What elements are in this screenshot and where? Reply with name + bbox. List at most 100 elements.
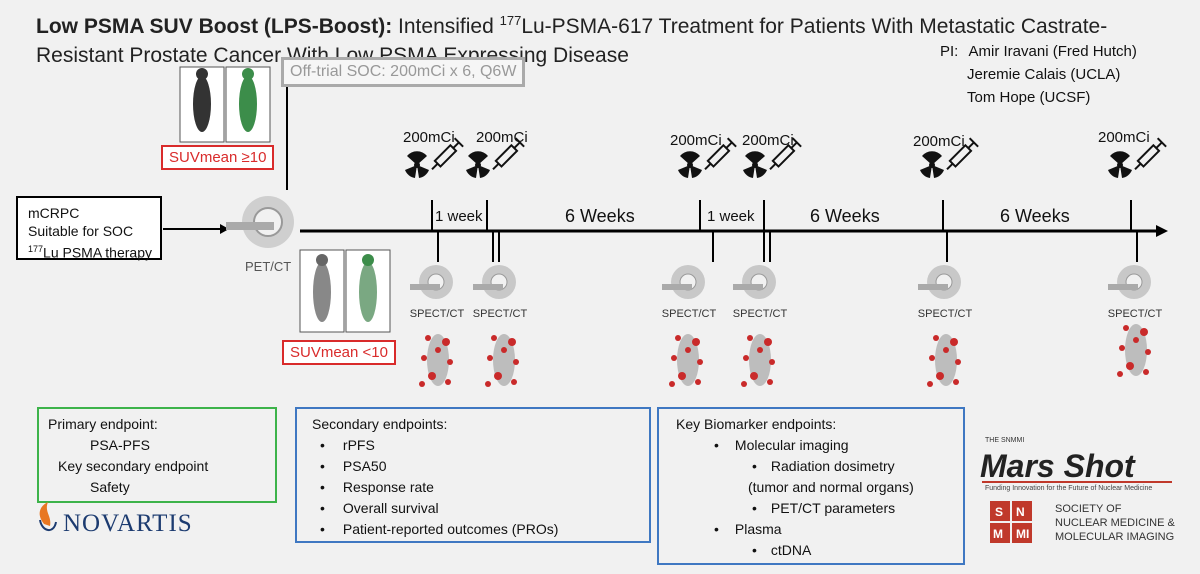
timeline-arrowhead: [1156, 225, 1168, 237]
list-item: •Overall survival: [320, 500, 439, 516]
interval-label: 6 Weeks: [565, 206, 635, 226]
spect-ct-label: SPECT/CT: [1107, 308, 1163, 320]
spect-scanner-icon: [662, 265, 705, 299]
primary-endpoint-box: Primary endpoint: PSA-PFS Key secondary …: [48, 414, 208, 498]
novartis-logo: NOVARTIS: [63, 510, 193, 537]
pi-name: Tom Hope (UCSF): [967, 89, 1091, 106]
interval-label: 6 Weeks: [1000, 206, 1070, 226]
list-item: •Plasma: [714, 521, 782, 537]
primary-item: PSA-PFS: [90, 437, 150, 453]
list-item: •PSA50: [320, 458, 387, 474]
pet-scanner-icon: [226, 196, 294, 248]
entry-box: mCRPC Suitable for SOC 177Lu PSMA therap…: [16, 196, 162, 261]
svg-text:S: S: [995, 505, 1003, 519]
pi-block: PI: Amir Iravani (Fred Hutch): [940, 40, 1137, 64]
radiation-icon: [1108, 151, 1132, 178]
novartis-flame-icon: [39, 502, 57, 531]
entry-arrowhead: [220, 224, 229, 234]
marsshot-tagline: THE SNMMI: [985, 437, 1025, 444]
dosimetry-image: [741, 334, 775, 387]
dose-label: 200mCi: [913, 133, 965, 150]
spect-ct-label: SPECT/CT: [661, 308, 717, 320]
svg-text:MI: MI: [1016, 527, 1029, 541]
syringe-icon: [431, 137, 464, 171]
list-item: •Patient-reported outcomes (PROs): [320, 521, 559, 537]
dosimetry-images: [419, 324, 1151, 387]
marsshot-subtitle: Funding Innovation for the Future of Nuc…: [985, 485, 1153, 492]
list-item-cont: (tumor and normal organs): [748, 479, 914, 495]
pi-name: Jeremie Calais (UCLA): [967, 66, 1121, 83]
pet-ct-label: PET/CT: [245, 259, 292, 274]
dose-ticks: [431, 200, 1132, 231]
spect-scanner-icon: [733, 265, 776, 299]
suv-low-box: SUVmean <10: [282, 340, 396, 365]
dose-label: 200mCi: [476, 129, 528, 146]
radiation-icon: [678, 151, 702, 178]
snmmi-logo-text: SOCIETY OF NUCLEAR MEDICINE & MOLECULAR …: [1055, 503, 1175, 543]
primary-heading: Primary endpoint:: [48, 416, 158, 432]
spect-scanner-icon: [410, 265, 453, 299]
list-item: •PET/CT parameters: [752, 500, 896, 516]
dose-label: 200mCi: [1098, 129, 1150, 146]
spect-scanner-icon: [918, 265, 961, 299]
marsshot-logo: Mars Shot: [980, 448, 1135, 484]
spect-ticks: [437, 231, 1138, 262]
title-text: Intensified: [392, 15, 500, 38]
spect-scanner-icon: [1108, 265, 1151, 299]
secondary-heading: Secondary endpoints:: [312, 416, 448, 432]
primary-heading-2: Key secondary endpoint: [58, 458, 209, 474]
biomarker-endpoint-border: [657, 407, 965, 565]
entry-line: 177Lu PSMA therapy: [28, 244, 152, 261]
dosimetry-image: [1117, 324, 1151, 377]
suv-high-box: SUVmean ≥10: [161, 145, 275, 170]
spect-ct-label: SPECT/CT: [472, 308, 528, 320]
spect-ct-label: SPECT/CT: [409, 308, 465, 320]
dose-label: 200mCi: [742, 132, 794, 149]
page-title: Low PSMA SUV Boost (LPS-Boost): Intensif…: [36, 6, 1186, 70]
title-sup: 177: [499, 13, 522, 28]
spect-scanner-icon: [473, 265, 516, 299]
interval-label: 6 Weeks: [810, 206, 880, 226]
pi-name: Amir Iravani (Fred Hutch): [968, 43, 1137, 60]
spect-scanner-icons: [410, 265, 1151, 299]
dosimetry-image: [419, 334, 453, 387]
interval-label: 1 week: [707, 208, 755, 225]
snmmi-logo: S N M MI: [990, 501, 1032, 543]
svg-text:M: M: [993, 527, 1003, 541]
radiation-syringe-icons: [405, 137, 1167, 178]
interval-label: 1 week: [435, 208, 483, 225]
off-trial-box: Off-trial SOC: 200mCi x 6, Q6W: [281, 57, 526, 87]
syringe-icon: [704, 137, 737, 171]
list-item: •rPFS: [320, 437, 375, 453]
secondary-endpoint-border: [295, 407, 651, 543]
syringe-icon: [492, 137, 525, 171]
radiation-icon: [405, 151, 429, 178]
biomarker-endpoint-box: Key Biomarker endpoints: •Molecular imag…: [676, 414, 914, 561]
primary-endpoint-border: [37, 407, 277, 503]
dosimetry-image: [485, 334, 519, 387]
list-item: •Radiation dosimetry: [752, 458, 895, 474]
secondary-endpoint-box: Secondary endpoints: •rPFS •PSA50 •Respo…: [312, 414, 558, 540]
radiation-icon: [466, 151, 490, 178]
list-item: •Molecular imaging: [714, 437, 849, 453]
primary-item-2: Safety: [90, 479, 130, 495]
entry-line: mCRPC: [28, 205, 80, 221]
radiation-icon: [743, 151, 767, 178]
secondary-list: •rPFS •PSA50 •Response rate •Overall sur…: [312, 435, 558, 540]
dose-label: 200mCi: [403, 129, 455, 146]
dosimetry-image: [927, 334, 961, 387]
svg-text:N: N: [1016, 505, 1025, 519]
spect-ct-label: SPECT/CT: [732, 308, 788, 320]
pet-scan-low: [299, 249, 391, 333]
dosimetry-image: [669, 334, 703, 387]
title-bold: Low PSMA SUV Boost (LPS-Boost):: [36, 15, 393, 38]
list-item: •Response rate: [320, 479, 434, 495]
pi-label: PI:: [940, 43, 959, 60]
dose-label: 200mCi: [670, 132, 722, 149]
pet-scan-high: [179, 66, 271, 143]
syringe-icon: [769, 137, 802, 171]
radiation-icon: [920, 151, 944, 178]
list-item: •ctDNA: [752, 542, 812, 558]
biomarker-heading: Key Biomarker endpoints:: [676, 416, 837, 432]
